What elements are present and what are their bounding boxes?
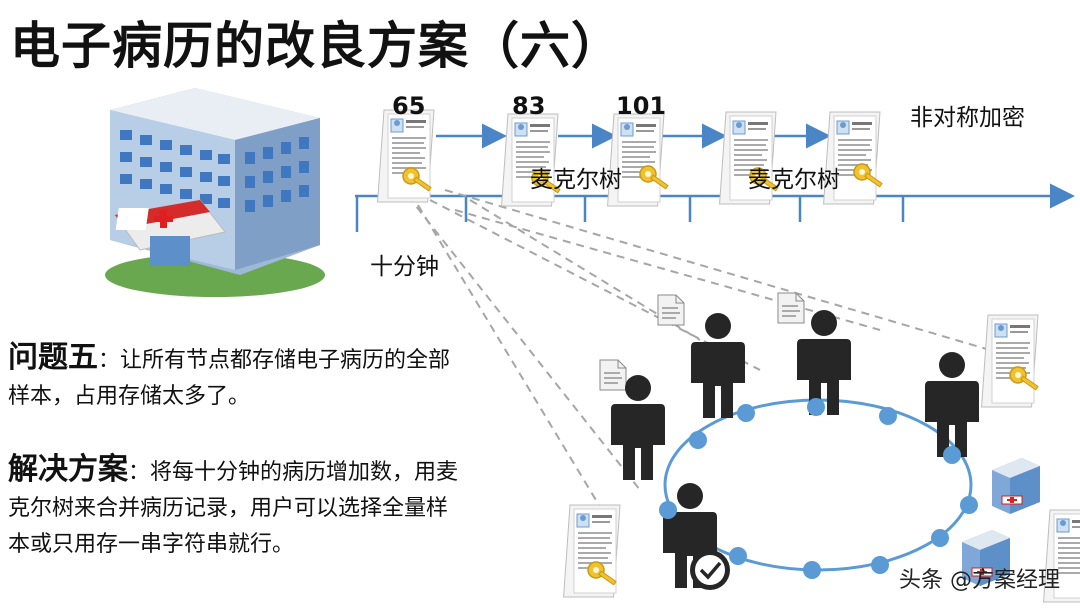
- problem-heading: 问题五: [8, 340, 98, 375]
- merkle-tree-label: 麦克尔树: [748, 167, 840, 193]
- hospital-icon: [105, 88, 325, 297]
- timeline: [355, 123, 1075, 232]
- medical-record-icon: [981, 314, 1039, 408]
- document-icon: [657, 294, 685, 326]
- document-icon: [777, 292, 805, 324]
- solution-text: ：将每十分钟的病历增加数，用麦克尔树来合并病历记录，用户可以选择全量样本或只用存…: [8, 460, 459, 557]
- page-title: 电子病历的改良方案（六）: [10, 17, 622, 75]
- record-count-label: 83: [512, 92, 546, 120]
- hospital-icon: [991, 457, 1041, 515]
- merkle-tree-label: 麦克尔树: [530, 167, 622, 193]
- record-count-label: 101: [616, 92, 667, 120]
- problem-text: ：让所有节点都存储电子病历的全部样本，占用存储太多了。: [8, 348, 451, 409]
- person-icon: [925, 352, 979, 457]
- encryption-label: 非对称加密: [910, 105, 1025, 131]
- document-icon: [599, 359, 627, 391]
- network-nodes: [659, 398, 978, 579]
- solution-heading: 解决方案: [8, 452, 128, 487]
- medical-record-icon: [563, 504, 621, 598]
- medical-record-icon: [377, 109, 435, 203]
- watermark: 头条 @方案经理: [899, 568, 1060, 593]
- checkmark-icon: [690, 550, 730, 590]
- problem-paragraph: 问题五：让所有节点都存储电子病历的全部样本，占用存储太多了。: [8, 340, 468, 415]
- projection-lines: [407, 189, 991, 521]
- record-count-label: 65: [392, 92, 426, 120]
- person-icon: [691, 313, 745, 418]
- solution-paragraph: 解决方案：将每十分钟的病历增加数，用麦克尔树来合并病历记录，用户可以选择全量样本…: [8, 452, 468, 563]
- interval-label: 十分钟: [370, 254, 439, 280]
